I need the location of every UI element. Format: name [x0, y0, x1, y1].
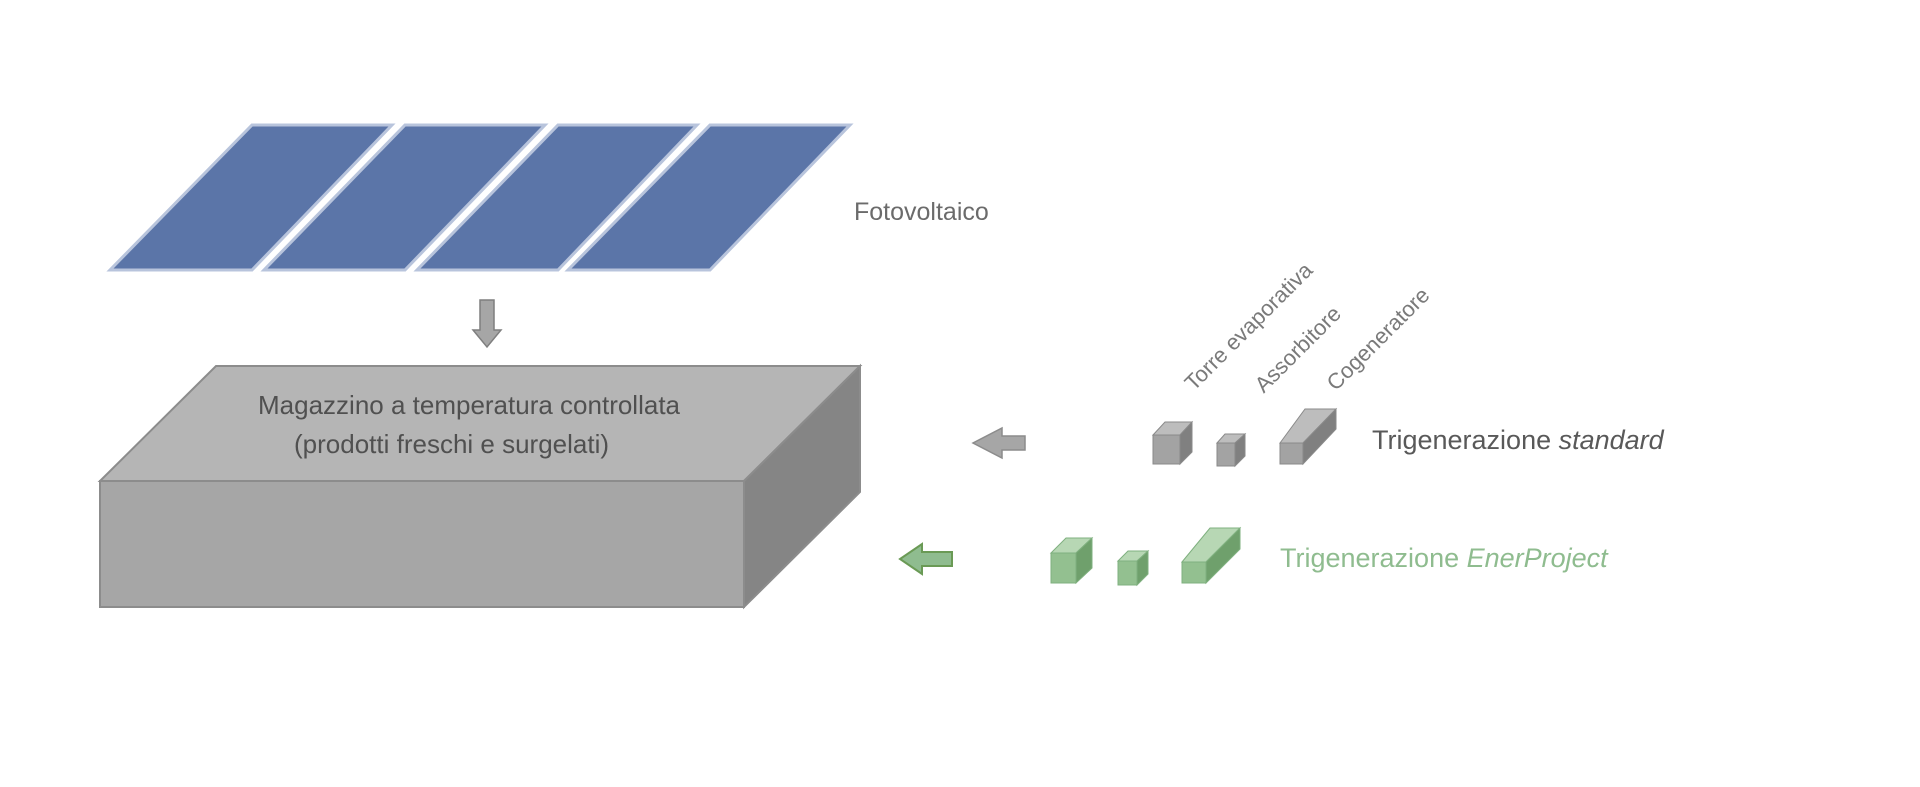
standard-cogenerator-icon: [1279, 407, 1338, 466]
photovoltaic-panels: [106, 123, 854, 272]
standard-absorber-icon: [1215, 432, 1247, 468]
enerproject-cogenerator-icon: [1180, 526, 1242, 585]
enerproject-tower-icon: [1049, 536, 1094, 585]
down-arrow-icon: [471, 299, 503, 349]
standard-components: [1151, 407, 1338, 468]
enerproject-components: [1049, 526, 1242, 587]
trigeneration-standard-prefix: Trigenerazione: [1372, 425, 1559, 455]
trigeneration-standard-emphasis: standard: [1558, 425, 1664, 455]
trigeneration-standard-label: Trigenerazione standard: [1372, 425, 1664, 456]
pv-panel-4: [564, 123, 854, 272]
pv-panel-3: [413, 123, 701, 272]
warehouse-title: Magazzino a temperatura controllata: [258, 390, 681, 420]
warehouse-top-face: [97, 365, 863, 482]
trigeneration-enerproject-prefix: Trigenerazione: [1280, 543, 1467, 573]
warehouse-box: [97, 363, 863, 610]
photovoltaic-label: Fotovoltaico: [854, 198, 989, 226]
trigeneration-enerproject-emphasis: EnerProject: [1466, 543, 1608, 573]
standard-tower-icon: [1151, 420, 1194, 466]
enerproject-absorber-icon: [1116, 549, 1150, 587]
pv-panel-2: [260, 123, 549, 272]
warehouse-subtitle: (prodotti freschi e surgelati): [294, 429, 610, 459]
trigeneration-enerproject-label: Trigenerazione EnerProject: [1280, 543, 1608, 574]
left-arrow-standard-icon: [971, 426, 1026, 460]
warehouse-front-face: [99, 480, 745, 608]
pv-panel-1: [106, 123, 396, 272]
left-arrow-enerproject-icon: [898, 542, 953, 576]
